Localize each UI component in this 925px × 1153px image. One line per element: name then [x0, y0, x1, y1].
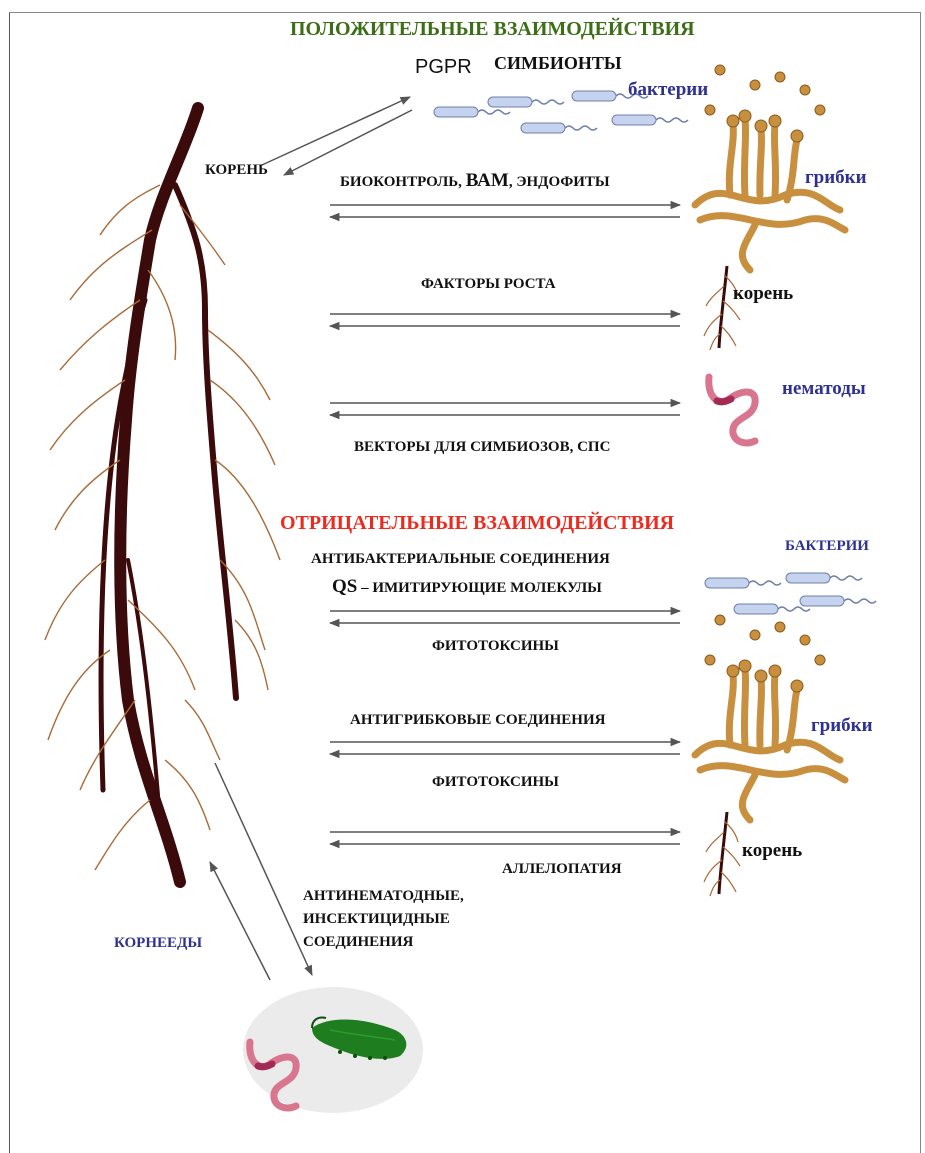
- bacteria-partner-label: БАКТЕРИИ: [785, 539, 869, 554]
- fungi-partner-label-negative: грибки: [811, 716, 873, 735]
- phytotoxins-label-2: ФИТОТОКСИНЫ: [432, 775, 559, 790]
- root-partner-label-negative: корень: [742, 841, 802, 860]
- main-root-system: [45, 108, 280, 882]
- allelopathy-label: АЛЛЕЛОПАТИЯ: [502, 862, 622, 877]
- antifungal-label: АНТИГРИБКОВЫЕ СОЕДИНЕНИЯ: [350, 713, 605, 728]
- symbionts-label: СИМБИОНТЫ: [494, 54, 622, 72]
- bacteria-icon: [705, 573, 876, 614]
- fungi-partner-label: грибки: [805, 168, 867, 187]
- positive-heading: ПОЛОЖИТЕЛЬНЫЕ ВЗАИМОДЕЙСТВИЯ: [290, 19, 695, 39]
- row3-label: ВЕКТОРЫ ДЛЯ СИМБИОЗОВ, СПС: [354, 440, 610, 455]
- row2-label: ФАКТОРЫ РОСТА: [421, 277, 556, 292]
- compounds-line-3: СОЕДИНЕНИЯ: [303, 935, 413, 950]
- compounds-line-1: АНТИНЕМАТОДНЫЕ,: [303, 889, 464, 904]
- root-icon: [704, 266, 740, 350]
- bottom-pest-arrows: [210, 763, 312, 980]
- root-icon-negative: [704, 812, 740, 896]
- bacteria-label: бактерии: [628, 80, 708, 99]
- top-root-arrows: [262, 97, 412, 175]
- root-pests-illustration: [243, 987, 423, 1113]
- qs-label: QS – ИМИТИРУЮЩИЕ МОЛЕКУЛЫ: [332, 577, 602, 596]
- row1-label: БИОКОНТРОЛЬ, ВАМ, ЭНДОФИТЫ: [340, 171, 610, 190]
- nematode-icon: [709, 377, 755, 443]
- antibacterial-label: АНТИБАКТЕРИАЛЬНЫЕ СОЕДИНЕНИЯ: [311, 552, 610, 567]
- negative-heading: ОТРИЦАТЕЛЬНЫЕ ВЗАИМОДЕЙСТВИЯ: [280, 513, 674, 533]
- root-partner-label: корень: [733, 284, 793, 303]
- pests-label: КОРНЕЕДЫ: [114, 936, 202, 951]
- nematode-partner-label: нематоды: [782, 379, 866, 398]
- compounds-line-2: ИНСЕКТИЦИДНЫЕ: [303, 912, 450, 927]
- phytotoxins-label-1: ФИТОТОКСИНЫ: [432, 639, 559, 654]
- pgpr-label: PGPR: [415, 57, 472, 77]
- root-label: КОРЕНЬ: [205, 163, 268, 178]
